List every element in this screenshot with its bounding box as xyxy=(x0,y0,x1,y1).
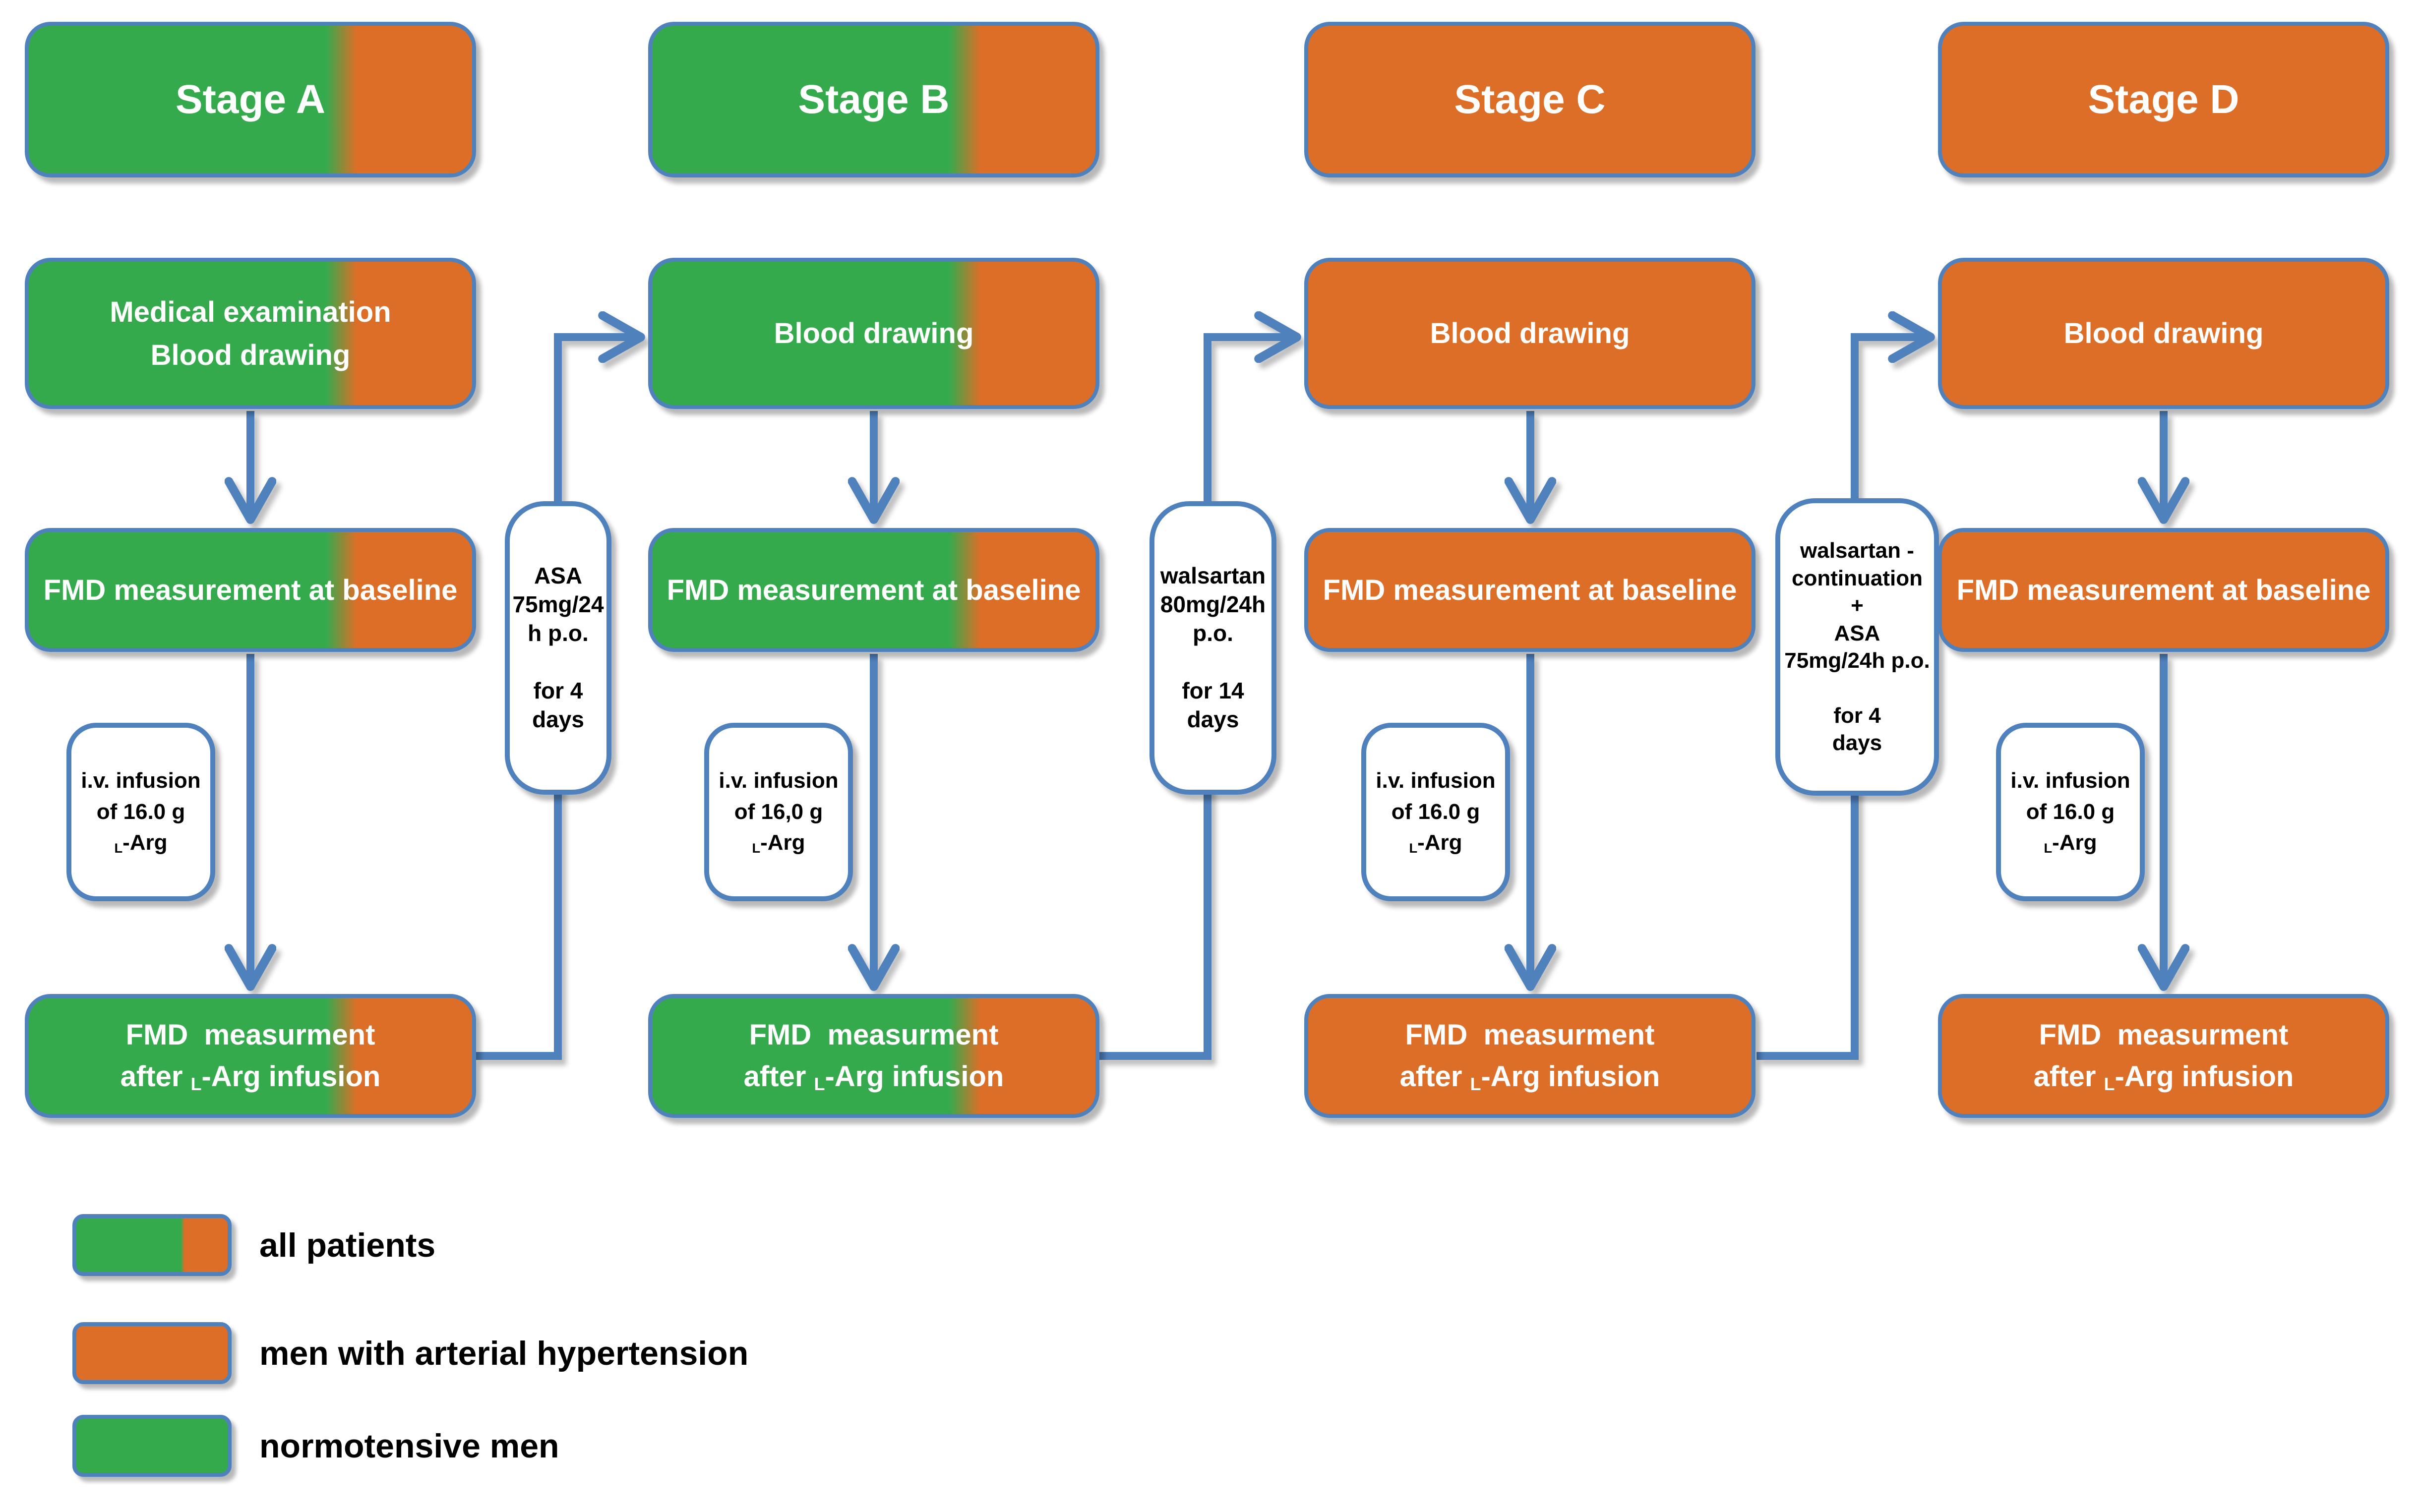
final-line1: FMD measurment xyxy=(749,1018,999,1051)
stage-a-header: Stage A xyxy=(25,22,476,177)
stage-d-step-blood-drawing: Blood drawing xyxy=(1938,258,2389,409)
stage-b-header: Stage B xyxy=(648,22,1099,177)
stage-a-step-fmd-after-larg: FMD measurment after L-Arg infusion xyxy=(25,994,476,1118)
iv-line1: i.v. infusion xyxy=(2010,768,2130,793)
stage-c-step-blood-drawing: Blood drawing xyxy=(1304,258,1755,409)
treatment-note-asa: ASA 75mg/24 h p.o. for 4 days xyxy=(505,501,611,795)
iv-line2: of 16.0 g xyxy=(2026,799,2115,824)
final-line2: after L-Arg infusion xyxy=(743,1060,1004,1094)
stage-d-step2-label: FMD measurement at baseline xyxy=(1956,574,2371,606)
legend-label-all-patients: all patients xyxy=(259,1226,436,1264)
stage-c-iv-infusion-note: i.v. infusion of 16.0 g L-Arg xyxy=(1361,723,1510,901)
final-line2: after L-Arg infusion xyxy=(1399,1060,1660,1094)
stage-b-step-fmd-after-larg: FMD measurment after L-Arg infusion xyxy=(648,994,1099,1118)
iv-line1: i.v. infusion xyxy=(1376,768,1496,793)
stage-c-step2-label: FMD measurement at baseline xyxy=(1323,574,1737,606)
stage-a-title: Stage A xyxy=(175,77,326,122)
final-line1: FMD measurment xyxy=(2039,1018,2289,1051)
final-line2: after L-Arg infusion xyxy=(120,1060,381,1094)
stage-d-step-fmd-baseline: FMD measurement at baseline xyxy=(1938,528,2389,652)
stage-c-title: Stage C xyxy=(1454,77,1606,122)
stage-a-step-medical-exam-blood-drawing: Medical examination Blood drawing xyxy=(25,258,476,409)
stage-c-header: Stage C xyxy=(1304,22,1755,177)
stage-b-step2-label: FMD measurement at baseline xyxy=(666,574,1081,606)
stage-d-header: Stage D xyxy=(1938,22,2389,177)
stage-b-iv-infusion-note: i.v. infusion of 16,0 g L-Arg xyxy=(704,723,853,901)
stage-b-step1-label: Blood drawing xyxy=(774,317,974,349)
stage-c-step-fmd-baseline: FMD measurement at baseline xyxy=(1304,528,1755,652)
legend-swatch-hypertension xyxy=(72,1322,232,1384)
stage-b-step-blood-drawing: Blood drawing xyxy=(648,258,1099,409)
legend-label-normotensive: normotensive men xyxy=(259,1427,559,1465)
legend-label-hypertension: men with arterial hypertension xyxy=(259,1334,749,1372)
iv-line1: i.v. infusion xyxy=(81,768,201,793)
treatment-asa-text: ASA 75mg/24 h p.o. for 4 days xyxy=(512,563,604,732)
legend-swatch-all-patients xyxy=(72,1214,232,1276)
stage-d-step1-label: Blood drawing xyxy=(2063,317,2264,349)
treatment-walsartan-text: walsartan 80mg/24h p.o. for 14 days xyxy=(1160,563,1266,732)
stage-a-step2-label: FMD measurement at baseline xyxy=(43,574,458,606)
treatment-note-walsartan: walsartan 80mg/24h p.o. for 14 days xyxy=(1150,501,1276,795)
treatment-walsartan-asa-text: walsartan - continuation + ASA 75mg/24h … xyxy=(1784,538,1930,756)
final-line1: FMD measurment xyxy=(1405,1018,1655,1051)
stage-d-step-fmd-after-larg: FMD measurment after L-Arg infusion xyxy=(1938,994,2389,1118)
iv-line2: of 16,0 g xyxy=(734,799,823,824)
final-line1: FMD measurment xyxy=(125,1018,375,1051)
legend-swatch-normotensive xyxy=(72,1415,232,1477)
stage-a-step-fmd-baseline: FMD measurement at baseline xyxy=(25,528,476,652)
stage-a-step1-label: Medical examination Blood drawing xyxy=(110,295,391,371)
stage-d-iv-infusion-note: i.v. infusion of 16.0 g L-Arg xyxy=(1996,723,2145,901)
iv-line2: of 16.0 g xyxy=(96,799,185,824)
iv-line3: L-Arg xyxy=(2044,830,2097,856)
stage-d-title: Stage D xyxy=(2088,77,2239,122)
stage-a-iv-infusion-note: i.v. infusion of 16.0 g L-Arg xyxy=(66,723,215,901)
iv-line3: L-Arg xyxy=(114,830,168,856)
iv-line1: i.v. infusion xyxy=(719,768,839,793)
treatment-note-walsartan-continuation-asa: walsartan - continuation + ASA 75mg/24h … xyxy=(1775,498,1939,796)
final-line2: after L-Arg infusion xyxy=(2033,1060,2294,1094)
stage-c-step-fmd-after-larg: FMD measurment after L-Arg infusion xyxy=(1304,994,1755,1118)
stage-b-step-fmd-baseline: FMD measurement at baseline xyxy=(648,528,1099,652)
stage-c-step1-label: Blood drawing xyxy=(1430,317,1630,349)
stage-b-title: Stage B xyxy=(798,77,950,122)
iv-line2: of 16.0 g xyxy=(1391,799,1480,824)
iv-line3: L-Arg xyxy=(752,830,805,856)
iv-line3: L-Arg xyxy=(1409,830,1462,856)
